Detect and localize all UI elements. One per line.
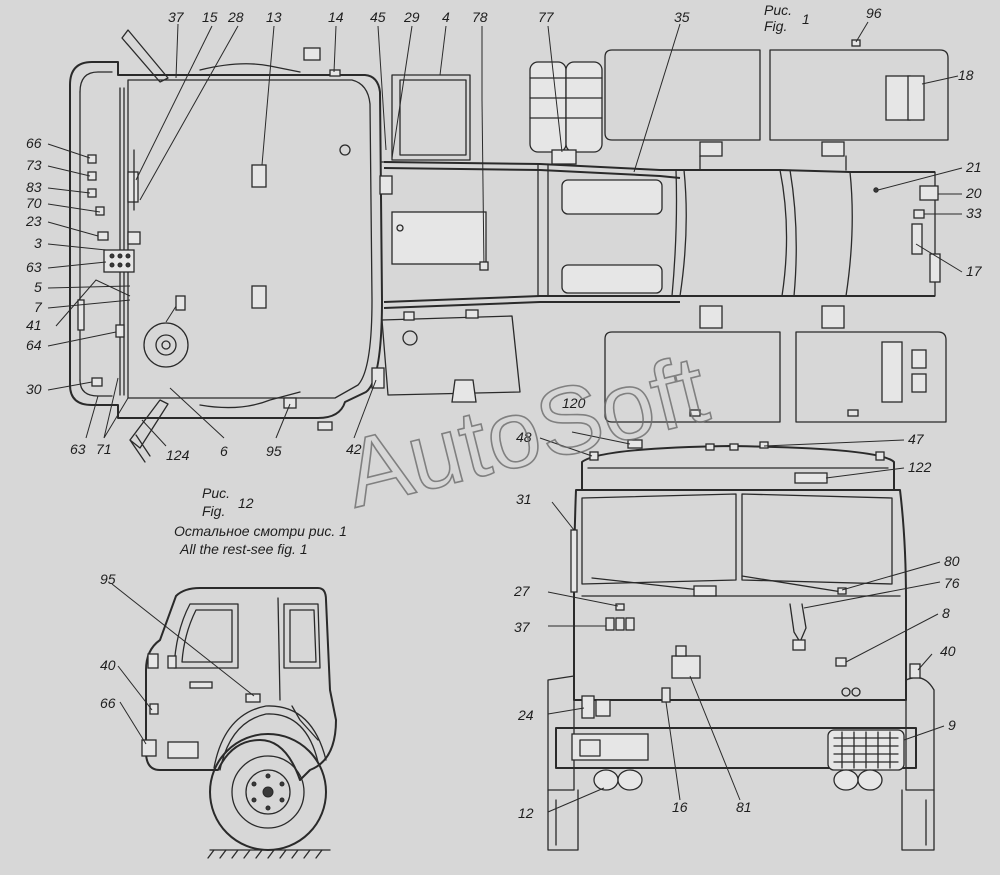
callout-23: 23	[25, 213, 42, 229]
callout-8: 8	[942, 605, 950, 621]
callout-18: 18	[958, 67, 974, 83]
callout-81: 81	[736, 799, 752, 815]
fig12-note-ru: Остальное смотри рис. 1	[174, 523, 347, 539]
callout-24: 24	[517, 707, 534, 723]
callout-4: 4	[442, 9, 450, 25]
callout-29: 29	[403, 9, 420, 25]
front-view	[547, 439, 935, 851]
leader-lines	[47, 21, 963, 813]
callout-64: 64	[26, 337, 42, 353]
callout-28: 28	[227, 9, 244, 25]
headlamp-grille-icon	[827, 729, 905, 771]
callout-63b: 63	[70, 441, 86, 457]
callout-80: 80	[944, 553, 960, 569]
callout-15: 15	[202, 9, 218, 25]
callout-83: 83	[26, 179, 42, 195]
callout-45: 45	[370, 9, 386, 25]
callout-30: 30	[26, 381, 42, 397]
callout-13: 13	[266, 9, 282, 25]
fig1-caption-en: Fig.	[764, 18, 787, 34]
fig12-caption-ru: Рис.	[202, 485, 230, 501]
callout-66b: 66	[100, 695, 116, 711]
callout-40b: 40	[100, 657, 116, 673]
fig12-note-en: All the rest-see fig. 1	[179, 541, 308, 557]
fig12-caption-en: Fig.	[202, 503, 225, 519]
callout-16: 16	[672, 799, 688, 815]
chassis-top-view	[371, 39, 949, 423]
callouts-side-view: 95 40 66	[100, 571, 116, 711]
callouts-top-view: 37 15 28 13 14 45 29 4 78 77 35 96 18 21…	[25, 5, 983, 463]
callout-120: 120	[562, 395, 586, 411]
callout-37b: 37	[514, 619, 531, 635]
callout-14: 14	[328, 9, 344, 25]
callout-70: 70	[26, 195, 42, 211]
callout-40a: 40	[940, 643, 956, 659]
callout-124: 124	[166, 447, 190, 463]
callout-96: 96	[866, 5, 882, 21]
callout-7: 7	[34, 299, 43, 315]
figure-1-caption: Рис. Fig. 1	[764, 2, 810, 34]
callout-63a: 63	[26, 259, 42, 275]
callout-3: 3	[34, 235, 42, 251]
callouts-front-view: 120 48 47 122 31 80 76 27 37 8 40 24 9 1…	[513, 395, 960, 821]
callout-9: 9	[948, 717, 956, 733]
callout-41: 41	[26, 317, 42, 333]
callout-73: 73	[26, 157, 42, 173]
figure-12-caption: Рис. Fig. 12 Остальное смотри рис. 1 All…	[174, 485, 347, 557]
callout-42: 42	[346, 441, 362, 457]
callout-122: 122	[908, 459, 932, 475]
callout-47: 47	[908, 431, 925, 447]
callout-17: 17	[966, 263, 983, 279]
callout-21: 21	[965, 159, 982, 175]
fig12-number: 12	[238, 495, 254, 511]
callout-27: 27	[513, 583, 531, 599]
callout-33: 33	[966, 205, 982, 221]
callout-66: 66	[26, 135, 42, 151]
cab-top-view	[69, 29, 383, 463]
relay-block-icon	[103, 249, 135, 273]
callout-35: 35	[674, 9, 690, 25]
fig1-number: 1	[802, 11, 810, 27]
callout-5: 5	[34, 279, 42, 295]
callout-31: 31	[516, 491, 532, 507]
callout-78: 78	[472, 9, 488, 25]
callout-12: 12	[518, 805, 534, 821]
side-view	[141, 587, 337, 859]
callout-37: 37	[168, 9, 185, 25]
callout-20: 20	[965, 185, 982, 201]
callout-77: 77	[538, 9, 555, 25]
callout-71: 71	[96, 441, 112, 457]
callout-48: 48	[516, 429, 532, 445]
fig1-caption-ru: Рис.	[764, 2, 792, 18]
callout-95b: 95	[100, 571, 116, 587]
callout-76: 76	[944, 575, 960, 591]
callout-95a: 95	[266, 443, 282, 459]
callout-6: 6	[220, 443, 228, 459]
